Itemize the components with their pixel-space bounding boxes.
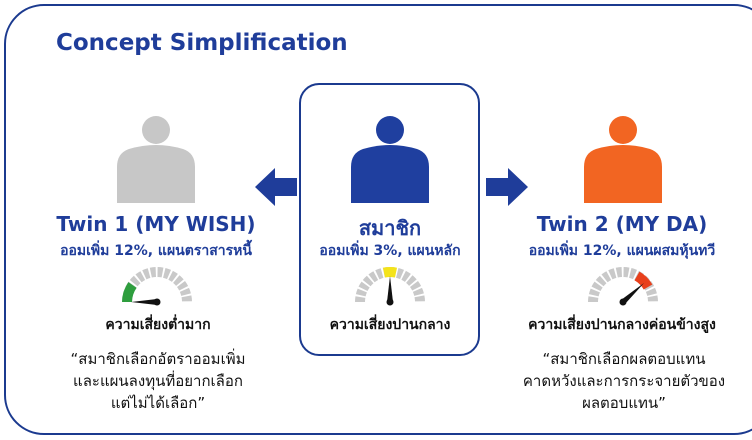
right-name: Twin 2 (MY DA) bbox=[536, 212, 708, 236]
page-title: Concept Simplification bbox=[56, 30, 348, 56]
gauge-low-icon bbox=[122, 267, 192, 306]
left-quote-line-1: “สมาชิกเลือกอัตราออมเพิ่ม bbox=[70, 350, 246, 368]
right-plan: ออมเพิ่ม 12%, แผนผสมหุ้นทวี bbox=[528, 243, 716, 259]
center-highlight-box bbox=[299, 83, 480, 356]
left-name: Twin 1 (MY WISH) bbox=[56, 212, 256, 236]
center-name: สมาชิก bbox=[358, 216, 422, 240]
arrow-left-icon bbox=[255, 168, 297, 206]
person-icon-center bbox=[351, 116, 429, 203]
right-risk-label: ความเสี่ยงปานกลางค่อนข้างสูง bbox=[528, 317, 716, 333]
arrow-right-icon bbox=[486, 168, 528, 206]
person-icon-right bbox=[584, 116, 662, 203]
right-quote: “สมาชิกเลือกผลตอบแทน คาดหวังและการกระจาย… bbox=[523, 348, 725, 414]
center-plan: ออมเพิ่ม 3%, แผนหลัก bbox=[319, 243, 461, 259]
right-quote-line-1: “สมาชิกเลือกผลตอบแทน bbox=[542, 350, 706, 368]
center-risk-label: ความเสี่ยงปานกลาง bbox=[329, 317, 451, 333]
left-quote: “สมาชิกเลือกอัตราออมเพิ่ม และแผนลงทุนที่… bbox=[71, 348, 246, 414]
gauge-medium-icon bbox=[355, 267, 425, 306]
right-quote-line-3: ผลตอบแทน” bbox=[582, 394, 666, 412]
gauge-high-icon bbox=[588, 267, 658, 306]
left-quote-line-2: และแผนลงทุนที่อยากเลือก bbox=[73, 372, 243, 390]
right-quote-line-2: คาดหวังและการกระจายตัวของ bbox=[522, 372, 726, 390]
person-icon-left bbox=[117, 116, 195, 203]
outer-frame bbox=[4, 4, 752, 435]
left-plan: ออมเพิ่ม 12%, แผนตราสารหนี้ bbox=[60, 243, 252, 259]
left-quote-line-3: แต่ไม่ได้เลือก” bbox=[110, 394, 206, 412]
left-risk-label: ความเสี่ยงต่ำมาก bbox=[105, 317, 211, 333]
